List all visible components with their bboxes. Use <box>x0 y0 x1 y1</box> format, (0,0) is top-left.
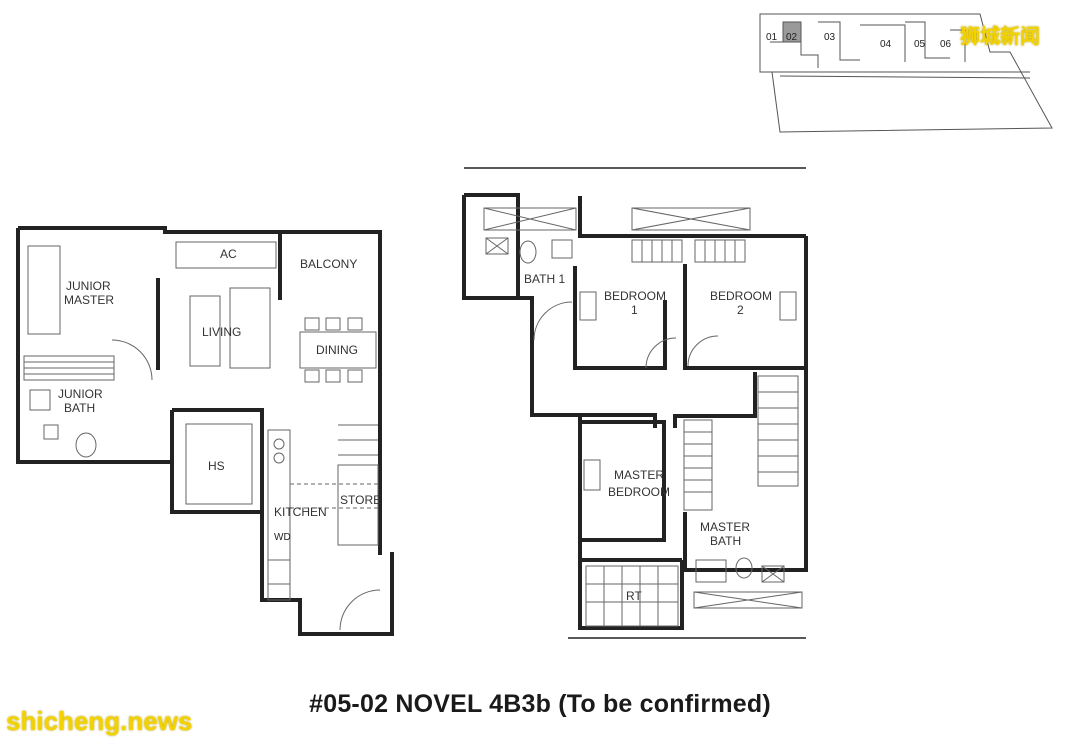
label-living: LIVING <box>202 325 241 339</box>
label-junior-bath-1: JUNIOR <box>58 387 103 401</box>
label-bedroom-2-b: 2 <box>737 303 744 317</box>
label-rt: RT <box>626 589 642 603</box>
label-master-bath-b: BATH <box>710 534 741 548</box>
plan-title: #05-02 NOVEL 4B3b (To be confirmed) <box>309 690 771 718</box>
key-unit-01: 01 <box>766 32 778 43</box>
lower-floor-fixtures <box>23 241 381 631</box>
watermark-top: 狮城新闻 <box>960 24 1040 48</box>
lower-floor-labels: JUNIOR MASTER JUNIOR BATH AC BALCONY LIV… <box>58 247 381 543</box>
key-unit-02: 02 <box>786 32 798 43</box>
label-master-bedroom-b: BEDROOM <box>608 485 670 499</box>
label-balcony: BALCONY <box>300 257 357 271</box>
key-unit-03: 03 <box>824 32 836 43</box>
watermark-bottom: shicheng.news <box>6 706 193 736</box>
lower-floor-walls <box>16 226 394 636</box>
label-junior-bath-2: BATH <box>64 401 95 415</box>
label-bedroom-2-a: BEDROOM <box>710 289 772 303</box>
label-kitchen: KITCHEN <box>274 505 327 519</box>
label-wd: WD <box>274 532 291 543</box>
key-plan <box>759 13 1053 133</box>
label-dining: DINING <box>316 343 358 357</box>
label-hs: HS <box>208 459 225 473</box>
label-bedroom-1-a: BEDROOM <box>604 289 666 303</box>
label-master-bath-a: MASTER <box>700 520 750 534</box>
key-unit-05: 05 <box>914 39 926 50</box>
label-junior-master-2: MASTER <box>64 293 114 307</box>
label-master-bedroom-a: MASTER <box>614 468 664 482</box>
label-bath-1: BATH 1 <box>524 272 565 286</box>
key-unit-04: 04 <box>880 39 892 50</box>
upper-floor-walls <box>462 167 808 639</box>
label-store: STORE <box>340 493 381 507</box>
label-junior-master-1: JUNIOR <box>66 279 111 293</box>
upper-floor-fixtures <box>483 207 803 627</box>
label-bedroom-1-b: 1 <box>631 303 638 317</box>
label-ac: AC <box>220 247 237 261</box>
upper-floor-labels: BATH 1 BEDROOM 1 BEDROOM 2 MASTER BEDROO… <box>524 272 772 603</box>
key-unit-06: 06 <box>940 39 952 50</box>
key-labels: 01 02 03 04 05 06 <box>766 32 952 50</box>
